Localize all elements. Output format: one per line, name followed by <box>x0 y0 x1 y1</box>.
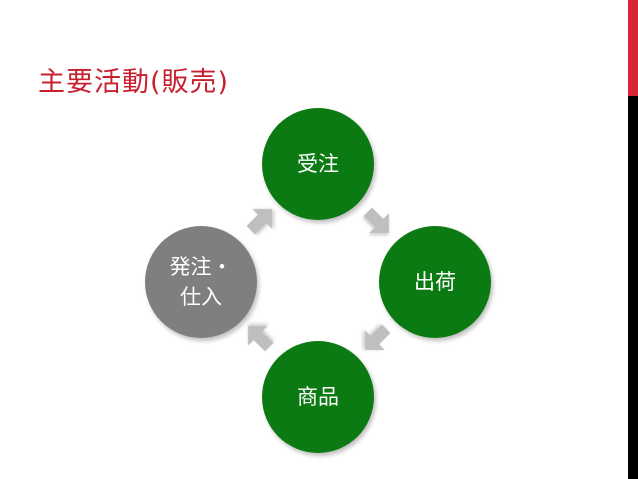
edge-dark-bar <box>628 96 638 479</box>
node-label: 出荷 <box>414 270 456 294</box>
node-ordering-purchasing: 発注・ 仕入 <box>145 226 257 338</box>
node-label: 商品 <box>297 385 339 409</box>
arrow-bottom-to-left <box>247 325 274 352</box>
node-product: 商品 <box>262 341 374 453</box>
node-label: 発注・ 仕入 <box>169 255 233 309</box>
arrow-right-to-bottom <box>364 324 391 351</box>
arrow-top-to-right <box>363 207 390 234</box>
edge-accent-bar <box>628 0 638 96</box>
node-label: 受注 <box>297 152 339 176</box>
arrow-left-to-top <box>246 208 273 235</box>
slide-title: 主要活動(販売) <box>38 67 230 98</box>
node-order-received: 受注 <box>262 108 374 220</box>
node-shipping: 出荷 <box>379 226 491 338</box>
